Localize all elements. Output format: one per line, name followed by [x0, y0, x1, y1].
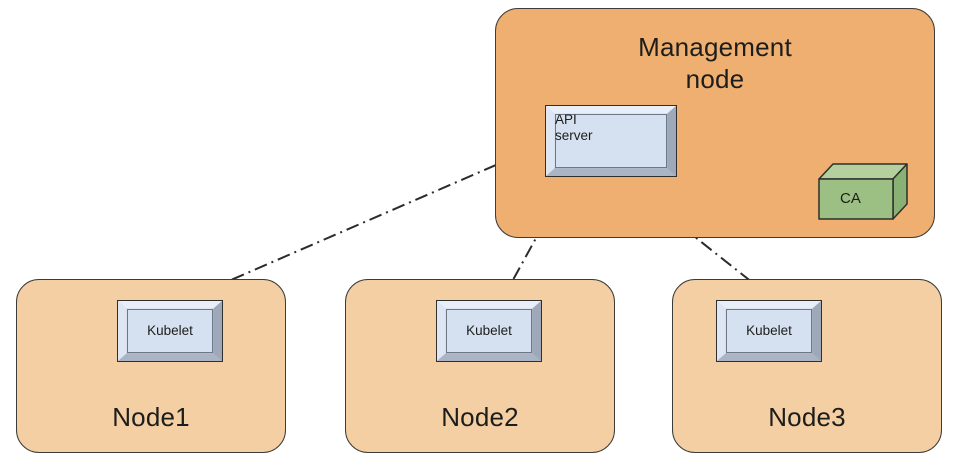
management-node-title: Management node [496, 31, 934, 95]
api-server-label-line1: API [555, 112, 577, 127]
kubelet-inner-panel-2 [446, 309, 532, 353]
kubelet-label-1: Kubelet [147, 323, 193, 338]
api-server-inner-panel [555, 114, 667, 168]
kubelet-inner-panel-1 [127, 309, 213, 353]
kubelet-box-3[interactable]: Kubelet [716, 300, 822, 362]
kubelet-bevel-facets-3 [717, 301, 821, 361]
api-server-bevel-facets [546, 106, 676, 176]
kubelet-box-1[interactable]: Kubelet [117, 300, 223, 362]
ca-cuboid-shape [818, 163, 908, 220]
api-server-label-line2: server [555, 128, 593, 143]
kubelet-label-3: Kubelet [746, 323, 792, 338]
node-label-2: Node2 [441, 402, 519, 432]
kubelet-inner-panel-3 [726, 309, 812, 353]
ca-box[interactable]: CA [818, 162, 908, 220]
kubelet-box-2[interactable]: Kubelet [436, 300, 542, 362]
kubelet-label-2: Kubelet [466, 323, 512, 338]
node-label-1: Node1 [112, 402, 190, 432]
api-server-box[interactable]: API server [545, 105, 677, 177]
api-server-label: API server [546, 112, 676, 144]
kubelet-bevel-facets-2 [437, 301, 541, 361]
management-node-title-line2: node [685, 64, 745, 94]
management-node-title-line1: Management [638, 32, 792, 62]
ca-label: CA [840, 190, 861, 207]
node-label-3: Node3 [768, 402, 846, 432]
